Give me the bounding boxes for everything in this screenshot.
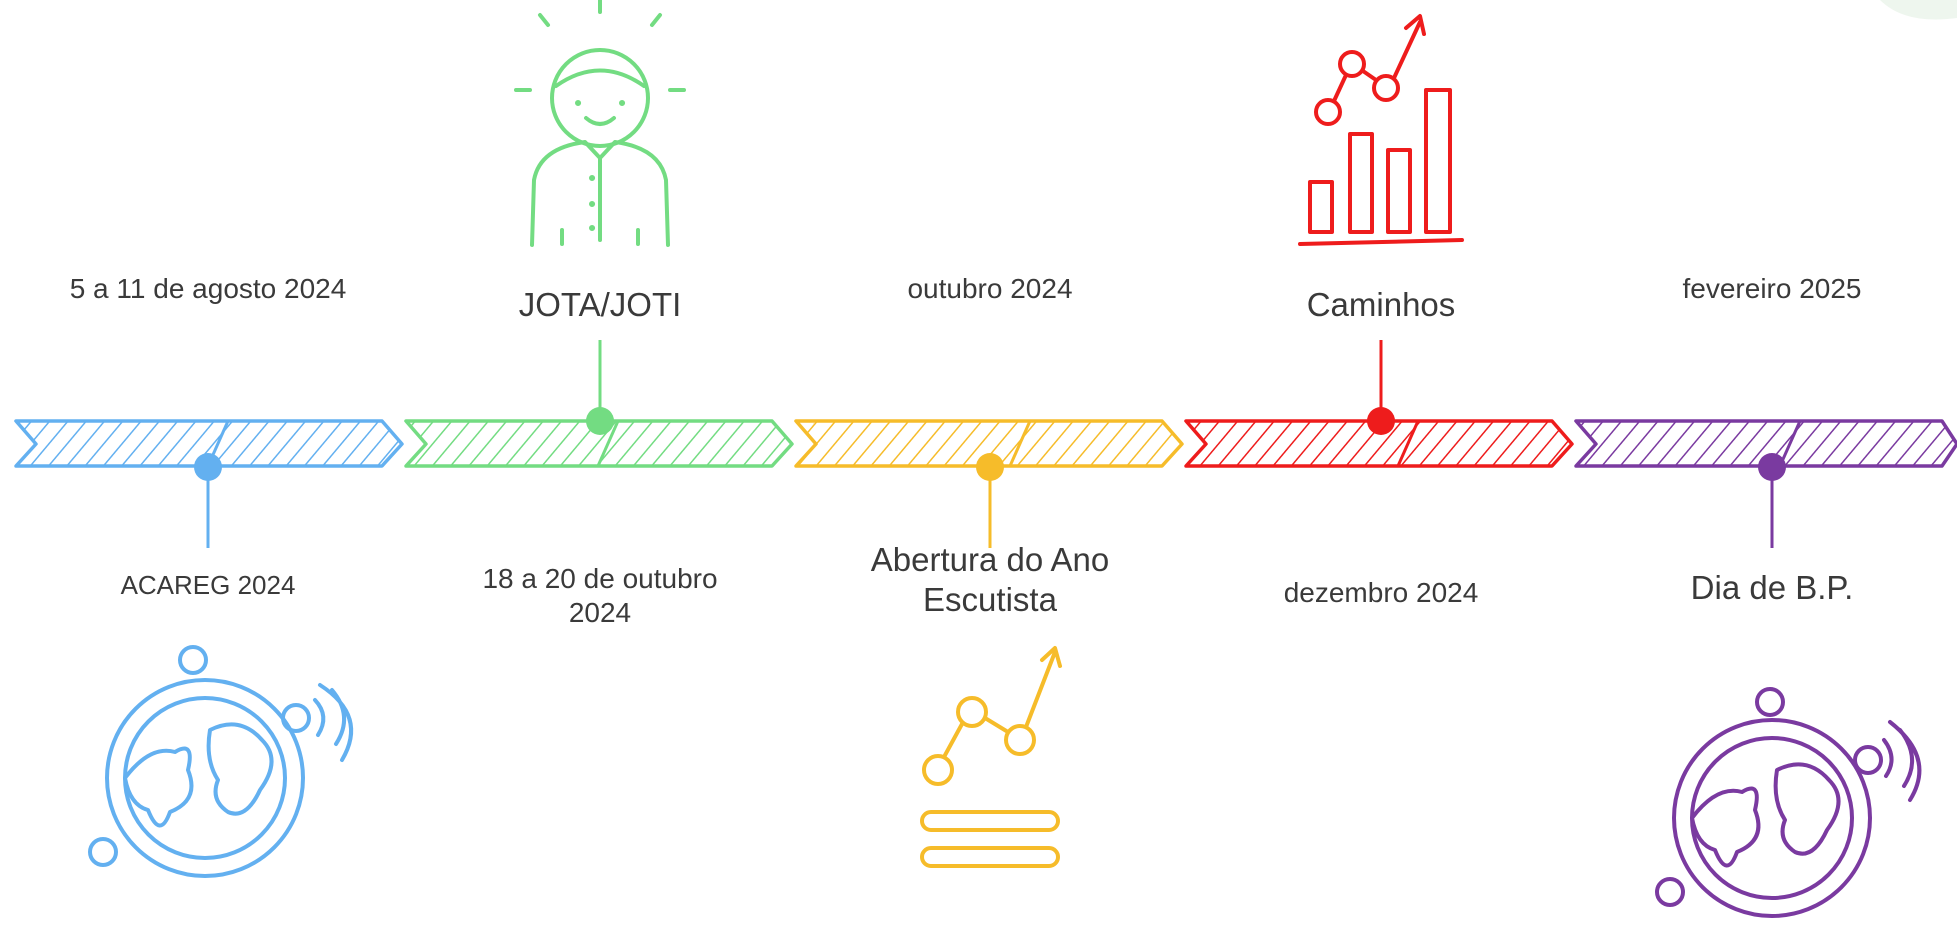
- segment-caminhos: [1184, 419, 1574, 468]
- growth-chart-icon: [920, 646, 1062, 868]
- event-title-caminhos: Caminhos: [1306, 286, 1456, 323]
- marker-acareg: [194, 453, 222, 548]
- segment-acareg: [14, 419, 404, 468]
- person-icon: [514, 0, 686, 247]
- marker-abertura: [976, 453, 1004, 548]
- event-title-bp: Dia de B.P.: [1690, 569, 1854, 606]
- event-title-jota: JOTA/JOTI: [518, 286, 682, 323]
- segment-bp: [1574, 419, 1957, 468]
- event-title-abertura: Abertura do Ano Escutista: [870, 541, 1110, 619]
- event-date-acareg: 5 a 11 de agosto 2024: [69, 273, 347, 304]
- segment-abertura: [794, 419, 1184, 468]
- marker-caminhos: [1367, 340, 1395, 435]
- segment-jota: [404, 419, 794, 468]
- globe-icon: [88, 645, 353, 878]
- event-date-jota: 18 a 20 de outubro 2024: [482, 563, 718, 629]
- corner-decoration: [1880, 0, 1957, 20]
- marker-bp: [1758, 453, 1786, 548]
- bar-chart-icon: [1298, 14, 1464, 246]
- event-date-bp: fevereiro 2025: [1682, 273, 1862, 304]
- event-date-abertura: outubro 2024: [907, 273, 1073, 304]
- event-date-caminhos: dezembro 2024: [1283, 577, 1479, 608]
- marker-jota: [586, 340, 614, 435]
- event-title-acareg: ACAREG 2024: [120, 570, 296, 600]
- globe-icon: [1655, 687, 1922, 918]
